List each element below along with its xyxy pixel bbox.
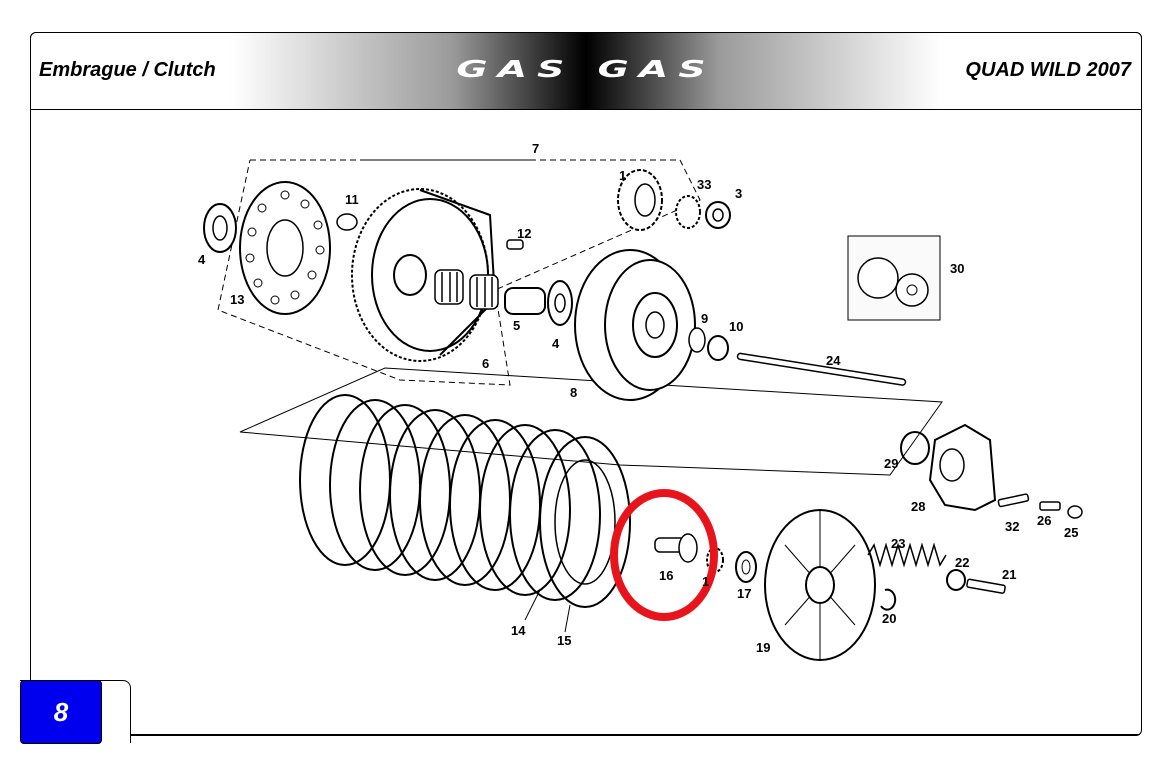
label-20: 20 xyxy=(882,611,896,626)
pin-12 xyxy=(506,239,524,250)
label-28: 28 xyxy=(911,499,925,514)
bolt-21 xyxy=(966,578,1006,594)
label-30: 30 xyxy=(950,261,964,276)
label-17: 17 xyxy=(737,586,751,601)
nut-10 xyxy=(707,335,729,361)
clip-20 xyxy=(880,588,897,611)
label-19: 19 xyxy=(756,640,770,655)
label-32: 32 xyxy=(1005,519,1019,534)
label-1-bearing: 1 xyxy=(702,574,709,589)
label-22: 22 xyxy=(955,555,969,570)
label-13: 13 xyxy=(230,292,244,307)
washer-9 xyxy=(688,327,706,353)
label-12: 12 xyxy=(517,226,531,241)
plate-plane-outline xyxy=(239,367,943,476)
o-ring-29 xyxy=(900,431,930,465)
label-26: 26 xyxy=(1037,513,1051,528)
pressure-plate-19 xyxy=(764,509,876,661)
label-15: 15 xyxy=(557,633,571,648)
label-33: 33 xyxy=(697,177,711,192)
washer-22 xyxy=(946,569,966,591)
part-11 xyxy=(336,213,358,231)
label-4-left: 4 xyxy=(198,252,206,267)
page-header: Embrague / Clutch GAS GAS QUAD WILD 2007 xyxy=(30,32,1142,110)
label-4-right: 4 xyxy=(552,336,560,351)
brand-logo: GAS GAS xyxy=(456,55,716,83)
label-3: 3 xyxy=(735,186,742,201)
clutch-hub-8 xyxy=(574,249,696,401)
push-rod-24 xyxy=(736,352,907,386)
clutch-plates xyxy=(299,394,631,608)
label-1-gear: 1 xyxy=(619,168,626,183)
label-10: 10 xyxy=(729,319,743,334)
needle-bearings-6 xyxy=(434,269,499,310)
label-9: 9 xyxy=(701,311,708,326)
label-8: 8 xyxy=(570,385,577,400)
label-14: 14 xyxy=(511,623,526,638)
sleeve-5 xyxy=(504,287,546,315)
spring-23 xyxy=(867,542,947,568)
label-29: 29 xyxy=(884,456,898,471)
highlight-circle xyxy=(610,489,718,621)
clutch-basket xyxy=(351,188,497,362)
model-title: QUAD WILD 2007 xyxy=(965,59,1131,81)
label-23: 23 xyxy=(891,536,905,551)
bushing-16 xyxy=(654,533,698,563)
cap-25 xyxy=(1067,505,1083,519)
label-24: 24 xyxy=(826,353,841,368)
page-number-badge: 8 xyxy=(20,680,102,744)
label-11: 11 xyxy=(345,192,359,207)
label-16: 16 xyxy=(659,568,673,583)
label-21: 21 xyxy=(1002,567,1016,582)
label-7: 7 xyxy=(532,141,539,156)
label-5: 5 xyxy=(513,318,520,333)
bleeder-26 xyxy=(1039,501,1061,511)
section-title: Embrague / Clutch xyxy=(39,59,216,81)
label-6: 6 xyxy=(482,356,489,371)
washer-33 xyxy=(675,195,701,229)
part-labels: 1 1 3 4 4 5 6 7 8 9 10 11 12 13 14 15 16… xyxy=(198,141,1078,655)
bolt-32 xyxy=(997,493,1030,508)
bottom-divider xyxy=(130,734,1140,735)
label-25: 25 xyxy=(1064,525,1078,540)
